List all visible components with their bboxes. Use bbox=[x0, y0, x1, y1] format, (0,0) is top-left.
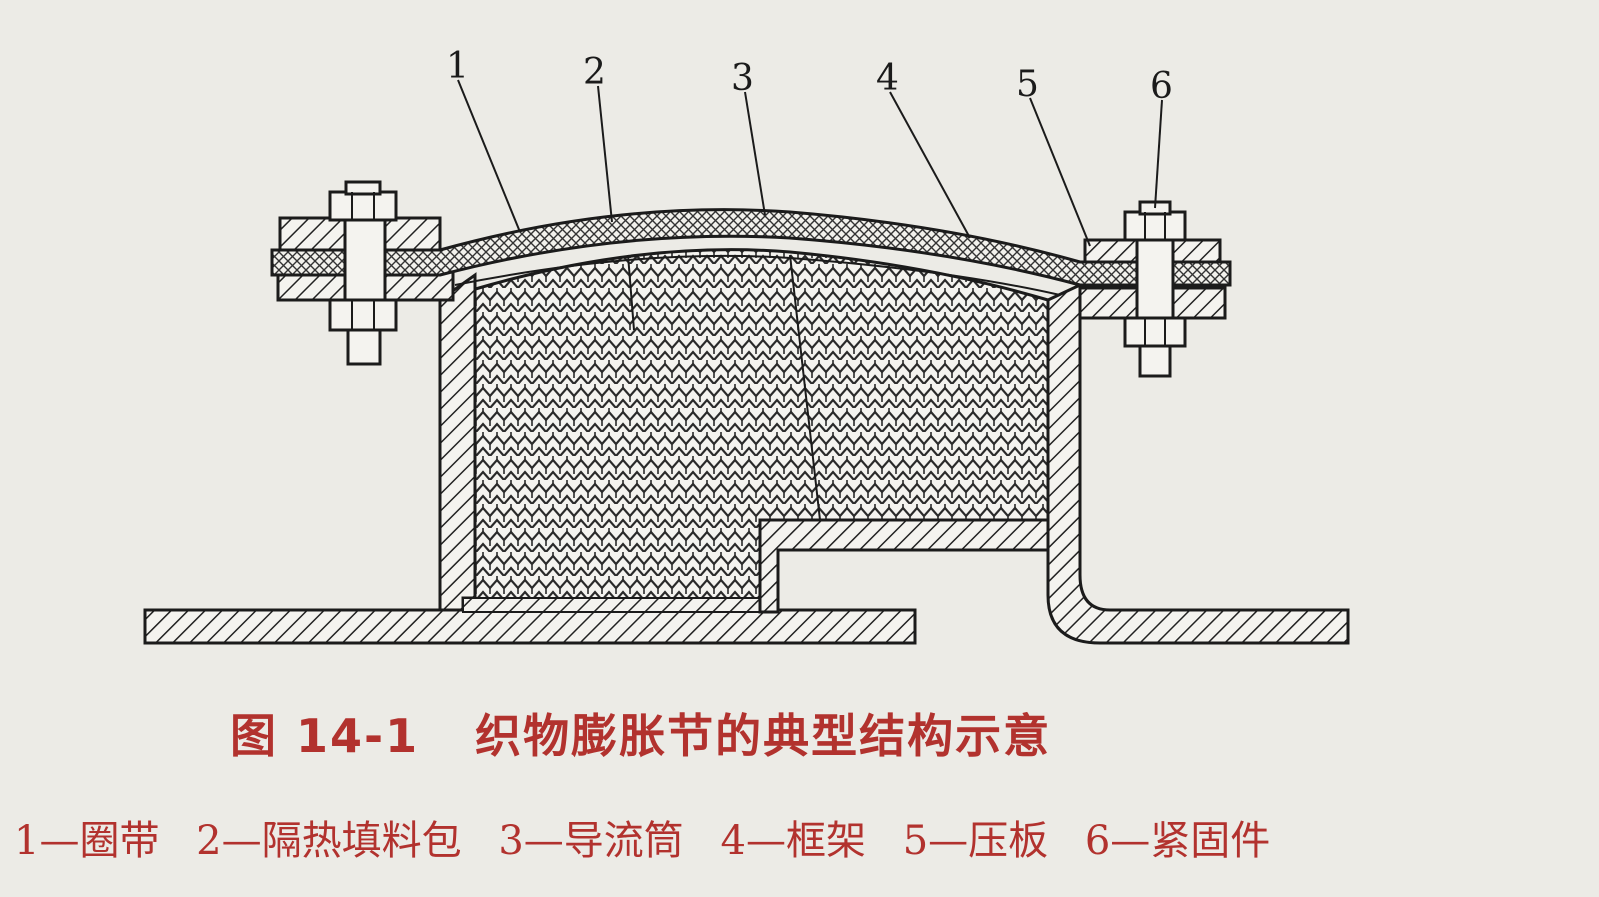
figure-number: 图 14-1 bbox=[230, 709, 420, 763]
base-plate-left bbox=[143, 608, 917, 645]
callout-5: 5 bbox=[1016, 64, 1039, 105]
legend-item: 4—框架 bbox=[720, 818, 866, 864]
figure-title: 织物膨胀节的典型结构示意 bbox=[475, 709, 1052, 763]
leader-lines bbox=[457, 79, 1163, 247]
left-frame bbox=[438, 272, 477, 612]
fabric-belt bbox=[270, 208, 1232, 287]
callout-2: 2 bbox=[583, 52, 606, 93]
legend-item: 1—圈带 bbox=[14, 818, 160, 864]
right-frame bbox=[1046, 282, 1350, 645]
callout-1: 1 bbox=[446, 46, 469, 87]
figure-legend: 1—圈带 2—隔热填料包 3—导流筒 4—框架 5—压板 6—紧固件 bbox=[14, 808, 1294, 866]
fastener-right bbox=[1123, 200, 1187, 378]
figure-caption: 图 14-1 织物膨胀节的典型结构示意 bbox=[230, 700, 1051, 766]
legend-item: 5—压板 bbox=[902, 818, 1049, 864]
legend-item: 6—紧固件 bbox=[1084, 818, 1271, 864]
guide-sleeve bbox=[758, 518, 1052, 614]
legend-item: 3—导流筒 bbox=[498, 818, 684, 864]
fastener-left bbox=[328, 180, 398, 366]
legend-item: 2—隔热填料包 bbox=[196, 818, 462, 864]
callout-3: 3 bbox=[731, 58, 754, 99]
callout-4: 4 bbox=[876, 58, 899, 99]
callout-6: 6 bbox=[1150, 66, 1173, 107]
insulation-pack bbox=[470, 248, 1050, 607]
